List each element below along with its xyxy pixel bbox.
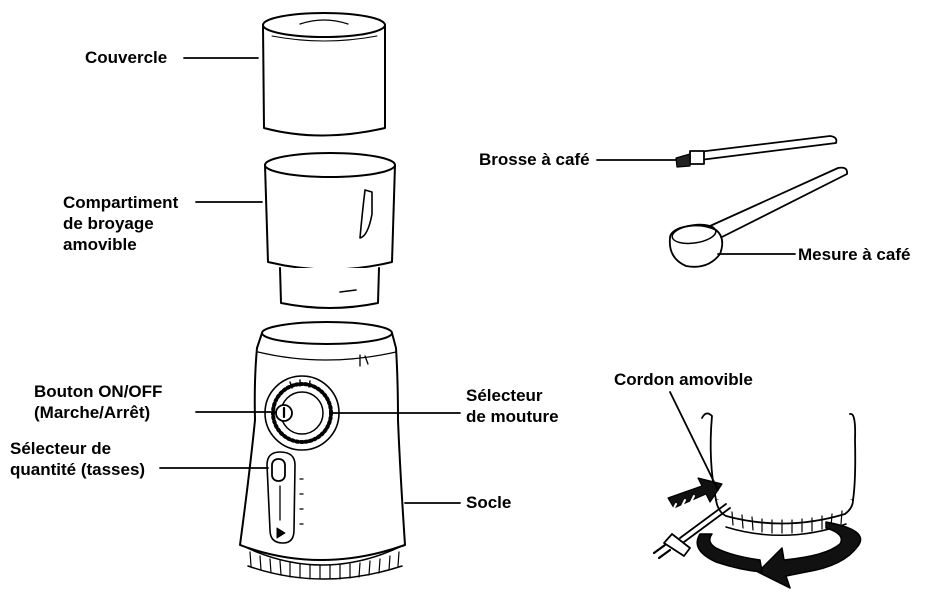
label-mesure: Mesure à café bbox=[798, 245, 911, 264]
leader-cordon bbox=[669, 391, 719, 491]
base-drawing bbox=[239, 321, 406, 580]
grinding-chamber-drawing bbox=[264, 152, 396, 309]
base-cord-drawing bbox=[652, 412, 862, 589]
label-cordon: Cordon amovible bbox=[614, 370, 753, 389]
label-compartiment: Compartiment de broyage amovible bbox=[63, 193, 179, 254]
leader-lines bbox=[159, 57, 796, 504]
label-socle: Socle bbox=[466, 493, 512, 512]
label-quantite: Sélecteur de quantité (tasses) bbox=[10, 439, 146, 479]
lid-drawing bbox=[262, 12, 386, 137]
coffee-brush-drawing bbox=[675, 135, 838, 168]
label-bouton: Bouton ON/OFF (Marche/Arrêt) bbox=[34, 382, 163, 422]
label-couvercle: Couvercle bbox=[85, 48, 168, 67]
label-selecteur-mouture: Sélecteur de mouture bbox=[466, 386, 559, 426]
coffee-measure-drawing bbox=[668, 166, 848, 268]
label-brosse: Brosse à café bbox=[479, 150, 590, 169]
